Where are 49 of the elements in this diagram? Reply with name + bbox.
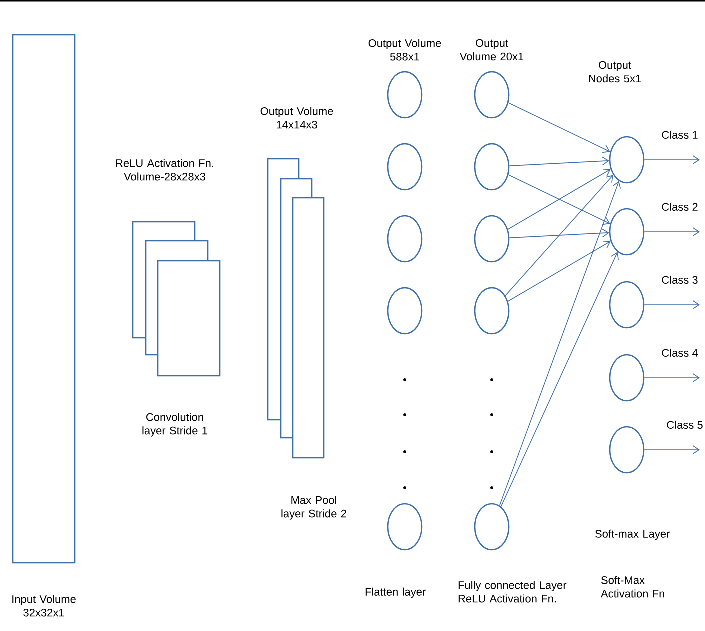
arrow (500, 252, 620, 508)
neuron-circle (387, 143, 423, 191)
arrow (509, 156, 610, 166)
layer-caption: Flatten layer (366, 588, 426, 598)
layer-caption: Input Volume 32x32x1 (12, 595, 76, 617)
neuron-circle (474, 143, 510, 191)
neuron-circle (474, 71, 510, 119)
column-heading: Output Volume 20x1 (460, 39, 524, 61)
layer-caption: Soft-max Layer (596, 530, 670, 540)
arrow (644, 300, 700, 310)
arrow (508, 102, 610, 154)
edge-label: Class 2 (660, 202, 700, 212)
arrow (644, 374, 700, 382)
layer-caption: ReLU Activation Fn. Volume-28x28x3 (116, 159, 214, 181)
neuron-circle (387, 287, 423, 335)
neuron-circle (474, 215, 510, 263)
layer-caption: Max Pool layer Stride 2 (282, 496, 346, 520)
arrow (644, 156, 700, 164)
edge-label: Class 1 (660, 130, 700, 140)
neuron-circle (387, 215, 423, 263)
arrow (509, 228, 610, 238)
column-heading: Output Nodes 5x1 (589, 61, 642, 83)
neuron-circle (387, 71, 423, 119)
arrow (508, 241, 611, 302)
neuron-circle (609, 136, 645, 184)
arrow (505, 175, 614, 296)
neuron-circle (474, 503, 510, 551)
neuron-circle (474, 287, 510, 335)
neuron-circle (387, 503, 423, 551)
layer-box (292, 197, 325, 459)
layer-caption: Output Volume 14x14x3 (260, 107, 334, 129)
edge-label: Class 5 (666, 420, 704, 430)
layer-caption: Soft-Max Activation Fn (601, 576, 664, 598)
edge-label: Class 3 (660, 274, 700, 286)
arrow (508, 169, 611, 230)
arrow (499, 181, 622, 506)
arrow (644, 228, 700, 236)
layer-caption: Fully connected Layer ReLU Activation Fn. (458, 581, 567, 603)
arrow (644, 446, 700, 454)
column-heading: Output Volume 588x1 (368, 39, 442, 61)
neuron-circle (609, 426, 645, 474)
layer-box (12, 34, 76, 564)
neuron-circle (609, 281, 645, 329)
layer-caption: Convolution layer Stride 1 (142, 413, 208, 437)
arrow (508, 174, 610, 226)
edge-label: Class 4 (660, 348, 700, 358)
neuron-circle (609, 208, 645, 256)
neuron-circle (609, 354, 645, 402)
layer-box (157, 260, 221, 377)
